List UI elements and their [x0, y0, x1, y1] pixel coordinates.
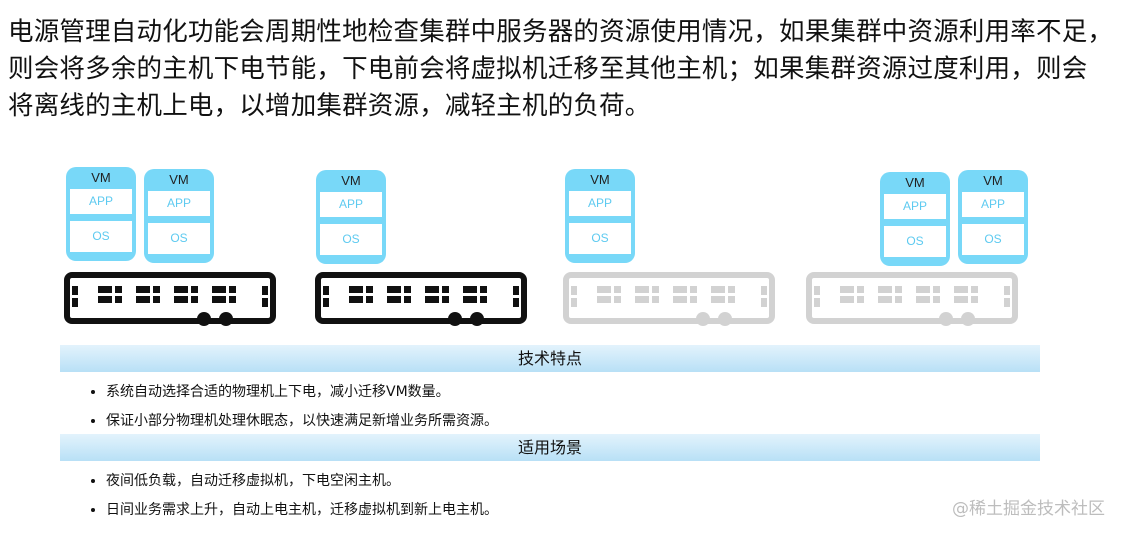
list-item: 系统自动选择合适的物理机上下电，减小迁移VM数量。 [106, 378, 498, 407]
server-powered-off [806, 272, 1018, 328]
app-label: APP [70, 189, 132, 214]
os-label: OS [320, 224, 382, 255]
os-label: OS [962, 224, 1024, 255]
list-item: 保证小部分物理机处理休眠态，以快速满足新增业务所需资源。 [106, 407, 498, 436]
vm-label: VM [983, 173, 1003, 188]
server-icon [64, 272, 276, 326]
vm-card: VM APP OS [880, 172, 950, 266]
os-label: OS [569, 223, 631, 254]
vm-card: VM APP OS [66, 167, 136, 261]
scenarios-header: 适用场景 [60, 434, 1040, 461]
vm-label: VM [91, 170, 111, 185]
vm-card: VM APP OS [144, 169, 214, 263]
watermark: @稀土掘金技术社区 [952, 499, 1105, 519]
server-powered-on [64, 272, 276, 328]
vm-label: VM [169, 172, 189, 187]
server-powered-off [563, 272, 775, 328]
vm-label: VM [905, 175, 925, 190]
server-powered-on [315, 272, 527, 328]
app-label: APP [962, 192, 1024, 217]
vm-card: VM APP OS [565, 169, 635, 263]
app-label: APP [884, 194, 946, 219]
intro-paragraph: 电源管理自动化功能会周期性地检查集群中服务器的资源使用情况，如果集群中资源利用率… [8, 14, 1123, 125]
vm-label: VM [341, 173, 361, 188]
vm-card: VM APP OS [958, 170, 1028, 264]
intro-line-2: 则会将多余的主机下电节能，下电前会将虚拟机迁移至其他主机；如果集群资源过度利用，… [8, 54, 1088, 84]
list-item: 夜间低负载，自动迁移虚拟机，下电空闲主机。 [106, 467, 498, 496]
features-header: 技术特点 [60, 345, 1040, 372]
intro-line-3: 将离线的主机上电，以增加集群资源，减轻主机的负荷。 [8, 91, 651, 121]
server-icon [315, 272, 527, 326]
os-label: OS [148, 223, 210, 254]
features-list: 系统自动选择合适的物理机上下电，减小迁移VM数量。 保证小部分物理机处理休眠态，… [60, 378, 498, 436]
server-icon [806, 272, 1018, 326]
intro-line-1: 电源管理自动化功能会周期性地检查集群中服务器的资源使用情况，如果集群中资源利用率… [8, 17, 1114, 47]
os-label: OS [884, 226, 946, 257]
app-label: APP [148, 191, 210, 216]
os-label: OS [70, 221, 132, 252]
scenarios-list: 夜间低负载，自动迁移虚拟机，下电空闲主机。 日间业务需求上升，自动上电主机，迁移… [60, 467, 498, 525]
app-label: APP [569, 191, 631, 216]
app-label: APP [320, 192, 382, 217]
vm-card: VM APP OS [316, 170, 386, 264]
server-icon [563, 272, 775, 326]
list-item: 日间业务需求上升，自动上电主机，迁移虚拟机到新上电主机。 [106, 496, 498, 525]
vm-label: VM [590, 172, 610, 187]
